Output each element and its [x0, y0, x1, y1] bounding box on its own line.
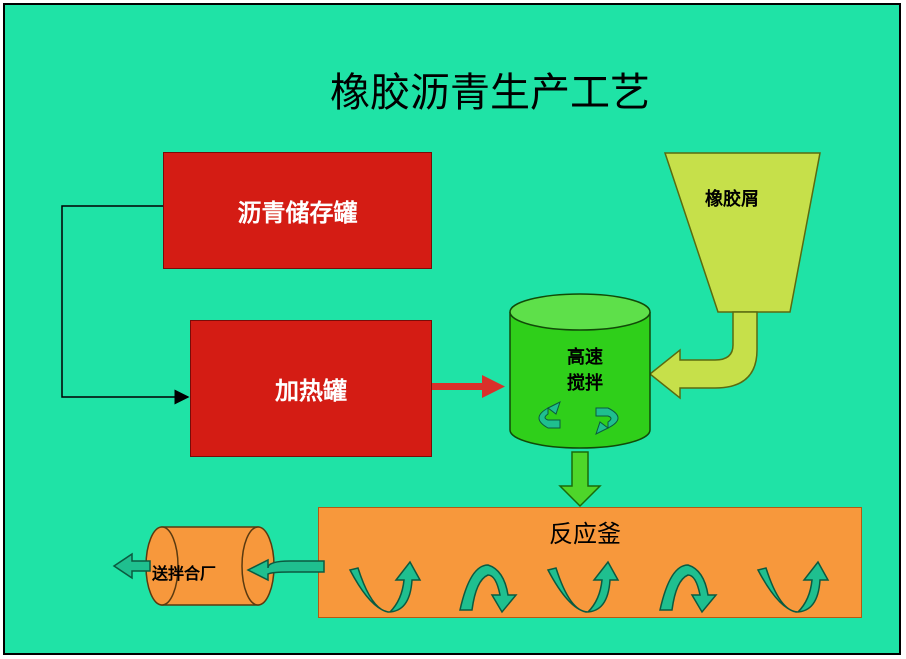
diagram-title: 橡胶沥青生产工艺: [330, 70, 650, 116]
asphalt-storage-tank-label: 沥青储存罐: [237, 199, 358, 227]
output-label: 送拌合厂: [152, 564, 217, 583]
asphalt-storage-tank: 沥青储存罐: [163, 152, 432, 269]
mixer-label-line1: 高速: [567, 347, 603, 368]
mixer-label: 高速 搅拌: [555, 345, 615, 397]
hopper-to-mixer-arrow: [648, 311, 758, 400]
heating-tank: 加热罐: [190, 320, 432, 457]
to-mixing-plant-arrow: [112, 552, 151, 580]
reactor-to-output-arrow: [246, 558, 325, 582]
mixer-to-reactor-arrow: [558, 451, 602, 508]
high-speed-mixer: [509, 293, 651, 449]
reactor-swirls: [348, 560, 830, 614]
mixer-label-line2: 搅拌: [567, 373, 603, 394]
storage-to-heater-connector: [61, 205, 190, 405]
rubber-crumb-hopper: [663, 152, 821, 313]
reactor-label: 反应釜: [549, 520, 621, 548]
hopper-label: 橡胶屑: [705, 189, 759, 210]
heater-to-mixer-arrow: [432, 375, 505, 398]
heating-tank-label: 加热罐: [275, 377, 347, 405]
